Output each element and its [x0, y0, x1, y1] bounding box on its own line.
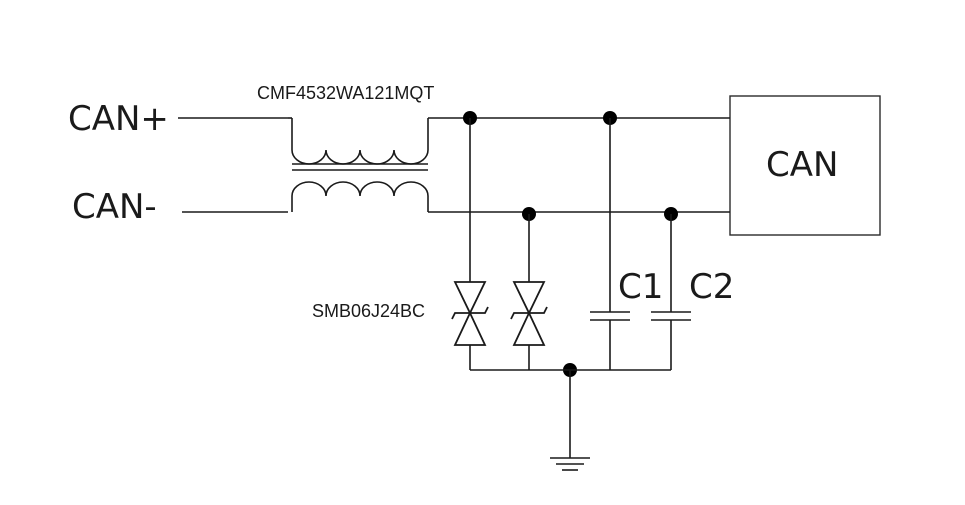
can-transceiver-label: CAN [766, 145, 838, 185]
ground-icon [550, 457, 590, 471]
can-plus-label: CAN+ [68, 99, 169, 139]
tvs-part-label: SMB06J24BC [312, 301, 425, 321]
capacitor-c2 [651, 311, 691, 370]
choke-part-label: CMF4532WA121MQT [257, 83, 434, 103]
c2-label: C2 [689, 267, 734, 307]
common-mode-choke [288, 117, 429, 212]
capacitor-c1 [590, 311, 630, 370]
c1-label: C1 [618, 267, 663, 307]
tvs-diode-2 [510, 281, 548, 370]
tvs-diode-1 [451, 281, 489, 370]
can-transceiver-block: CAN [729, 95, 881, 236]
can-minus-label: CAN- [72, 187, 157, 227]
